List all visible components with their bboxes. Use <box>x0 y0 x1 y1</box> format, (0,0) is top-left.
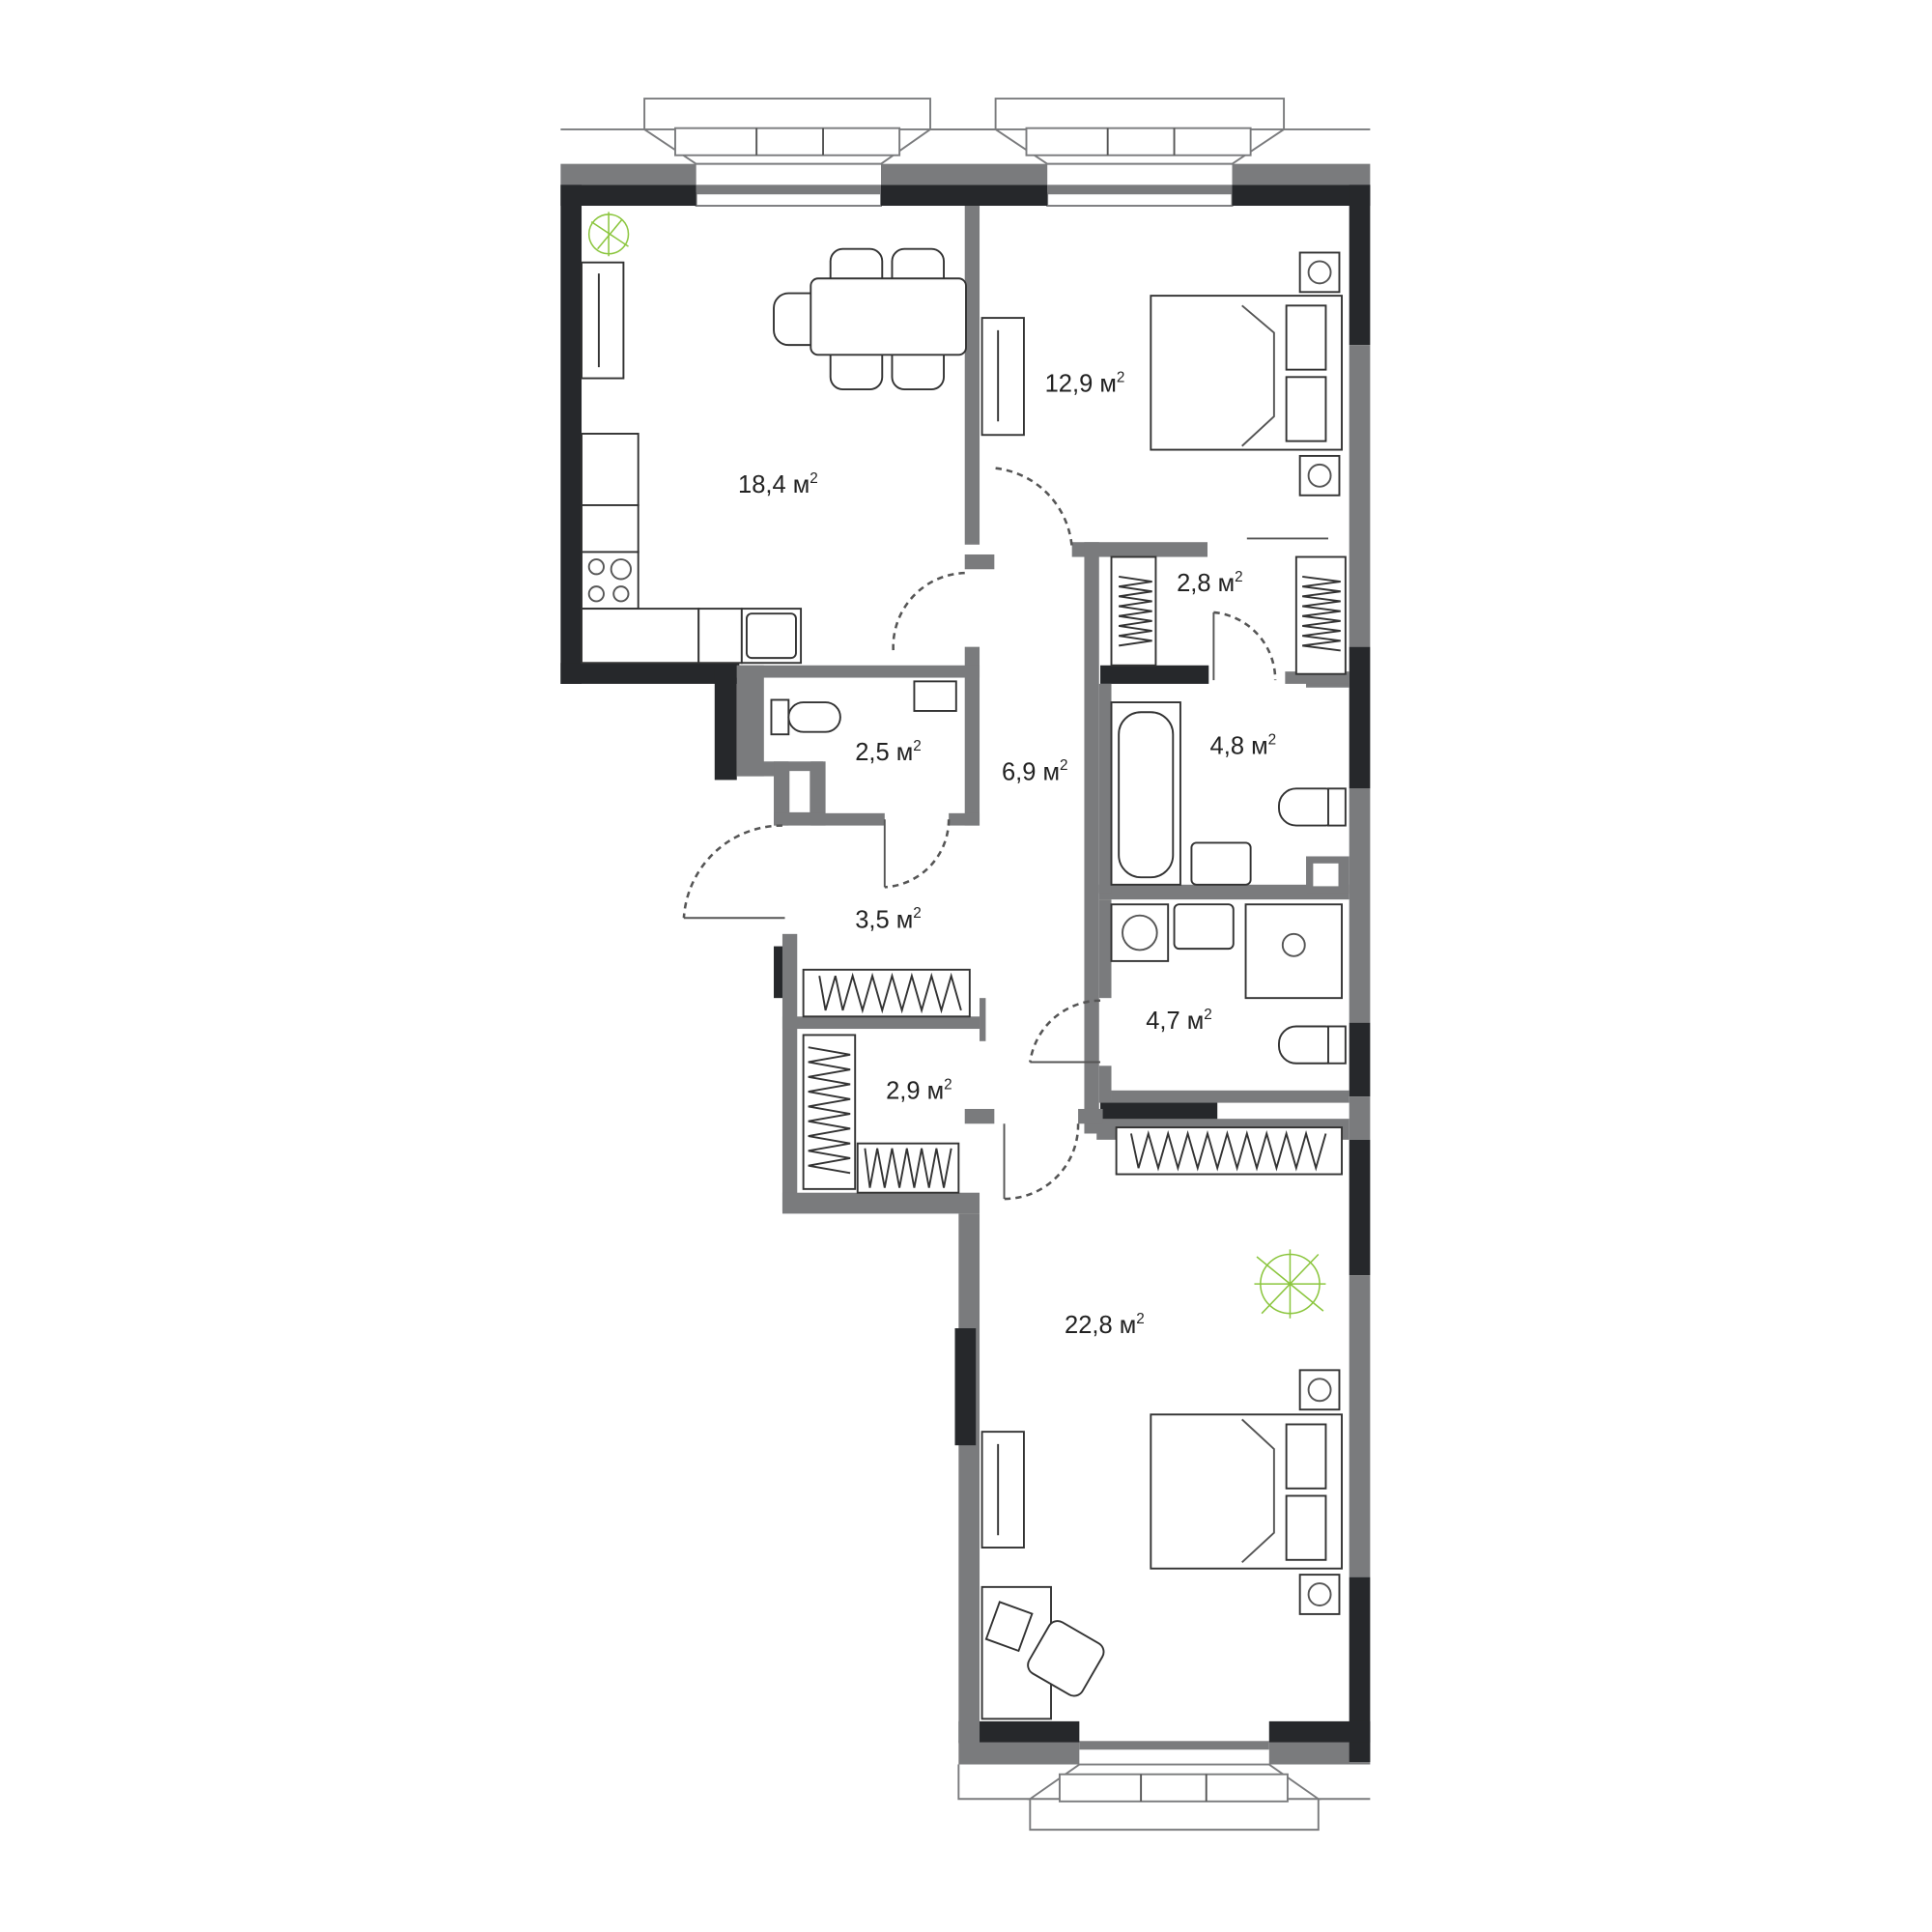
bath-fixtures <box>1110 701 1343 1000</box>
window-bay-top-right <box>930 98 1371 207</box>
bedroom-2-furniture <box>980 1369 1343 1720</box>
room-area-entrance: 3,5 м2 <box>855 905 922 933</box>
room-area-wardrobe-2: 2,9 м2 <box>886 1077 952 1105</box>
room-area-bathroom-2: 4,7 м2 <box>1146 1007 1212 1035</box>
kitchen-furniture <box>581 261 803 665</box>
plant-bedroom <box>1254 1249 1326 1319</box>
inner-walls <box>736 206 1350 1214</box>
room-area-kitchen: 18,4 м2 <box>738 470 818 498</box>
bedroom-1-furniture <box>980 251 1343 497</box>
toilet-fixtures <box>770 680 1347 1065</box>
wardrobes <box>802 555 1347 1194</box>
plant-kitchen <box>587 212 630 257</box>
dining-table <box>773 247 967 391</box>
room-area-hallway: 6,9 м2 <box>1002 757 1068 785</box>
room-area-bedroom-2: 22,8 м2 <box>1065 1311 1145 1339</box>
outer-walls <box>560 185 1371 1762</box>
room-area-toilet: 2,5 м2 <box>855 738 922 766</box>
window-bay-bottom <box>957 1741 1371 1832</box>
room-area-bedroom-1: 12,9 м2 <box>1045 369 1125 397</box>
room-area-wardrobe-1: 2,8 м2 <box>1177 569 1243 597</box>
doors <box>682 467 1328 1201</box>
room-area-bathroom-1: 4,8 м2 <box>1210 731 1277 759</box>
